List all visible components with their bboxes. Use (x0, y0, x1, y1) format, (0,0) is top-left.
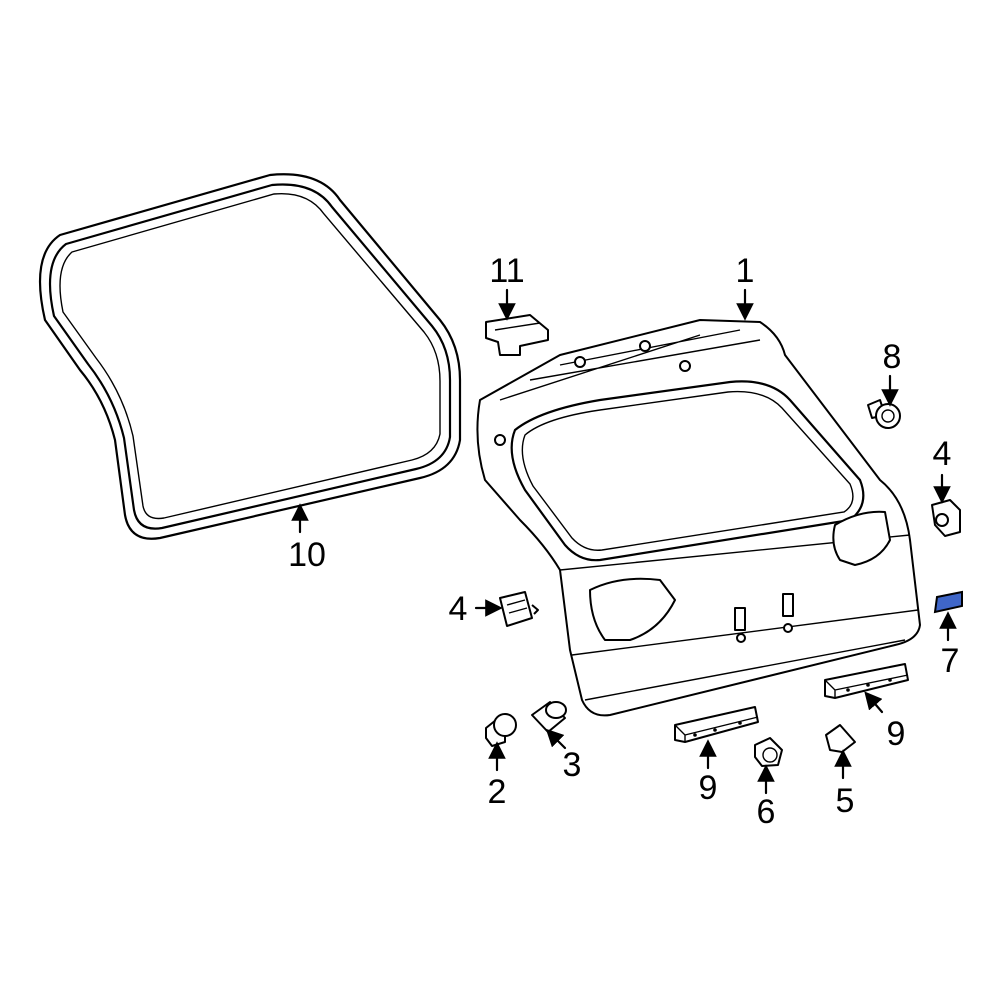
part-10-weatherstrip[interactable] (38, 173, 462, 540)
part-8-bumper[interactable] (867, 399, 901, 429)
callout-3: 3 (563, 746, 582, 784)
part-5-clip[interactable] (825, 724, 856, 753)
part-6-sensor[interactable] (754, 737, 783, 767)
callout-6: 6 (757, 793, 776, 831)
callout-1: 1 (736, 252, 755, 290)
part-1-liftgate[interactable] (476, 319, 921, 717)
highlighted-part (933, 590, 963, 614)
leader-arrows (291, 288, 957, 795)
part-7-emblem[interactable] (933, 590, 963, 614)
callout-9-left: 9 (699, 769, 718, 807)
callout-4-right: 4 (933, 435, 952, 473)
callout-9-right: 9 (887, 715, 906, 753)
callout-10: 10 (288, 536, 326, 574)
part-9-right-bracket[interactable] (824, 663, 909, 699)
callout-7: 7 (941, 642, 960, 680)
callout-11: 11 (489, 252, 524, 290)
callout-2: 2 (488, 773, 507, 811)
part-3-bumper[interactable] (531, 701, 567, 733)
part-2-cap[interactable] (485, 713, 517, 747)
part-9-left-bracket[interactable] (674, 706, 759, 743)
callout-4-left: 4 (449, 590, 468, 628)
callout-8: 8 (883, 338, 902, 376)
callout-5: 5 (836, 782, 855, 820)
part-4-right-switch[interactable] (931, 499, 961, 537)
part-11-hinge[interactable] (485, 314, 549, 356)
part-4-left-switch[interactable] (499, 591, 539, 627)
